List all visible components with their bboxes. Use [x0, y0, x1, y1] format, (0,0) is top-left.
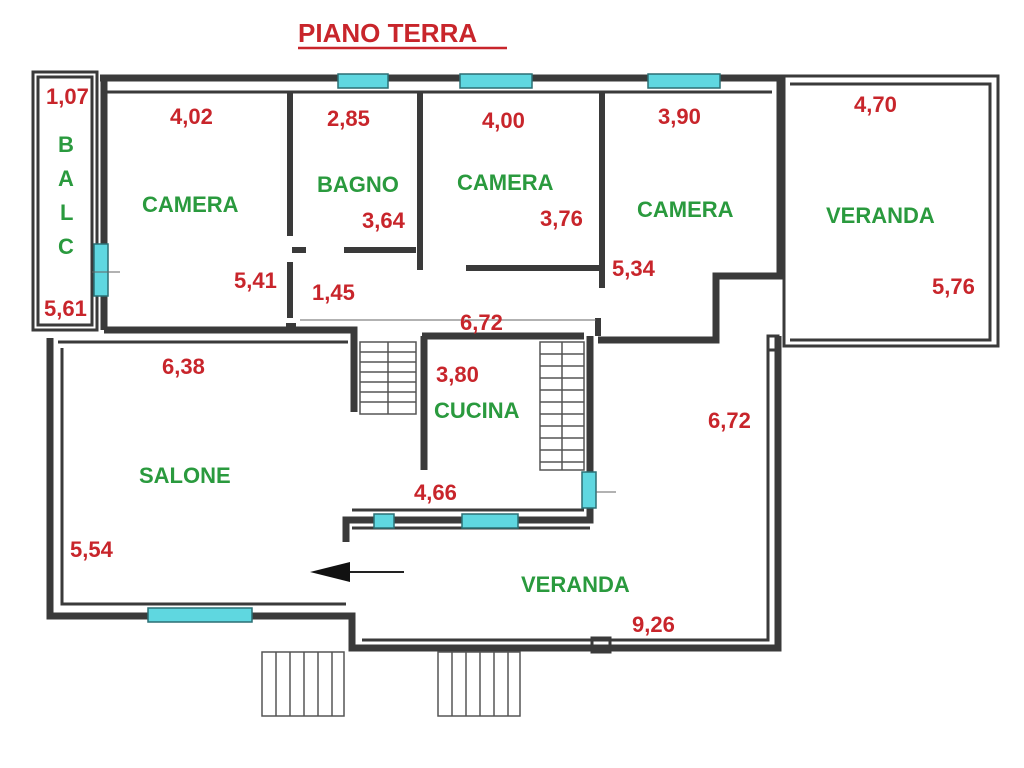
dim-camera2-height: 3,76 [540, 206, 583, 231]
room-label-balc-b: B [58, 132, 74, 157]
dim-hall-width: 6,72 [460, 310, 503, 335]
exterior-steps [261, 651, 521, 717]
plan-title: PIANO TERRA [298, 18, 477, 48]
dim-cucina-width: 3,80 [436, 362, 479, 387]
room-label-cucina: CUCINA [434, 398, 520, 423]
room-label-veranda-top: VERANDA [826, 203, 935, 228]
room-label-veranda-bottom: VERANDA [521, 572, 630, 597]
room-label-salone: SALONE [139, 463, 231, 488]
dim-veranda-top-height: 5,76 [932, 274, 975, 299]
dim-veranda-top-width: 4,70 [854, 92, 897, 117]
dim-balc-width: 1,07 [46, 84, 89, 109]
room-label-camera-3: CAMERA [637, 197, 734, 222]
dim-balc-height: 5,61 [44, 296, 87, 321]
outer-walls [31, 70, 1000, 654]
dim-veranda-bottom-width: 9,26 [632, 612, 675, 637]
dim-salone-width: 6,38 [162, 354, 205, 379]
room-label-camera-2: CAMERA [457, 170, 554, 195]
room-label-balc-c: C [58, 234, 74, 259]
dim-camera3-width: 3,90 [658, 104, 701, 129]
interior-walls [286, 92, 605, 336]
entrance-arrow-icon [310, 562, 404, 582]
staircase-right [539, 341, 585, 471]
dim-veranda-bottom-height: 6,72 [708, 408, 751, 433]
windows [92, 73, 721, 623]
dim-bagno-width: 2,85 [327, 106, 370, 131]
dim-cucina-bottom: 4,66 [414, 480, 457, 505]
dim-camera2-width: 4,00 [482, 108, 525, 133]
dim-camera1-height: 5,41 [234, 268, 277, 293]
room-label-balc-a: A [58, 166, 74, 191]
room-label-bagno: BAGNO [317, 172, 399, 197]
dim-corridor-width: 1,45 [312, 280, 355, 305]
staircase-left [359, 341, 417, 415]
dim-camera3-height: 5,34 [612, 256, 656, 281]
room-label-balc-l: L [60, 200, 73, 225]
dim-salone-height: 5,54 [70, 537, 114, 562]
dim-camera1-width: 4,02 [170, 104, 213, 129]
room-label-camera-1: CAMERA [142, 192, 239, 217]
dim-bagno-height: 3,64 [362, 208, 406, 233]
